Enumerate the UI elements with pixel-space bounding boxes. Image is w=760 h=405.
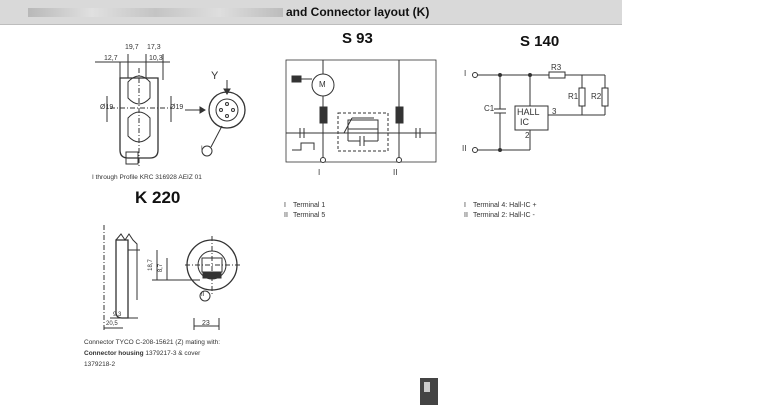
s140-hall-label: HALL bbox=[517, 107, 540, 117]
k220-dim-5: Ø19 bbox=[100, 104, 114, 111]
page-header: and Connector layout (K) bbox=[0, 0, 622, 25]
connector-note-line-3: 1379218-2 bbox=[84, 361, 116, 368]
s140-terminal-1-mark: I bbox=[464, 69, 467, 78]
s140-terminal-2-mark: II bbox=[462, 144, 467, 153]
s140-r2-label: R2 bbox=[591, 92, 602, 101]
s140-r3-label: R3 bbox=[551, 63, 562, 72]
s93-legend-2-mark: II bbox=[284, 212, 288, 219]
s140-title: S 140 bbox=[520, 33, 560, 50]
s140-c1-label: C1 bbox=[484, 104, 495, 113]
blurred-header-text bbox=[28, 8, 283, 17]
connector-dim-1: 18,7 bbox=[147, 259, 154, 271]
image-artifact bbox=[420, 378, 438, 405]
s140-pin-2: 2 bbox=[525, 131, 530, 140]
connector-dim-4: 20,5 bbox=[106, 321, 118, 327]
connector-dim-3: 9,3 bbox=[113, 312, 122, 318]
s140-legend-2-mark: II bbox=[464, 212, 468, 219]
connector-housing-label: Connector housing bbox=[84, 350, 144, 357]
connector-housing-rest: 1379217-3 & cover bbox=[143, 350, 201, 357]
s93-terminal-1-mark: I bbox=[318, 168, 321, 177]
k220-dim-2: 17,3 bbox=[147, 44, 161, 51]
connector-note-line-1: Connector TYCO C-208-15621 (Z) mating wi… bbox=[84, 339, 221, 346]
connector-note-line-2: Connector housing 1379217-3 & cover bbox=[84, 350, 200, 357]
s93-legend-2-text: Terminal 5 bbox=[293, 212, 326, 219]
s93-schematic bbox=[285, 59, 437, 163]
connector-dim-5: 23 bbox=[202, 320, 210, 327]
k220-roman: I bbox=[201, 146, 203, 152]
k220-footnote: I through Profile KRC 316928 AEIZ 01 bbox=[92, 174, 202, 181]
s140-legend-1-text: Terminal 4: Hall-IC + bbox=[473, 202, 537, 209]
page-title: and Connector layout (K) bbox=[286, 5, 430, 19]
s140-legend-2-text: Terminal 2: Hall-IC - bbox=[473, 212, 535, 219]
k220-dim-1: 19,7 bbox=[125, 44, 139, 51]
s140-r1-label: R1 bbox=[568, 92, 579, 101]
k220-dim-4: 10,3 bbox=[149, 55, 163, 62]
k220-y-label: Y bbox=[211, 70, 219, 82]
k220-drawing bbox=[95, 54, 246, 168]
s93-legend-1-text: Terminal 1 bbox=[293, 202, 326, 209]
s140-pin-3: 3 bbox=[552, 107, 557, 116]
s93-motor-label: M bbox=[319, 80, 326, 89]
s140-schematic bbox=[472, 71, 609, 153]
s140-ic-label: IC bbox=[520, 117, 529, 127]
connector-roman: II bbox=[201, 292, 205, 298]
s93-title: S 93 bbox=[342, 30, 373, 47]
s140-legend-1-mark: I bbox=[464, 202, 466, 209]
k220-dim-3: 12,7 bbox=[104, 55, 118, 62]
k220-title: K 220 bbox=[135, 188, 181, 207]
k220-dim-6: Ø19 bbox=[170, 104, 184, 111]
connector-drawing bbox=[103, 225, 240, 330]
s93-legend-1-mark: I bbox=[284, 202, 286, 209]
connector-dim-2: 8,7 bbox=[158, 263, 165, 273]
s93-terminal-2-mark: II bbox=[393, 168, 398, 177]
